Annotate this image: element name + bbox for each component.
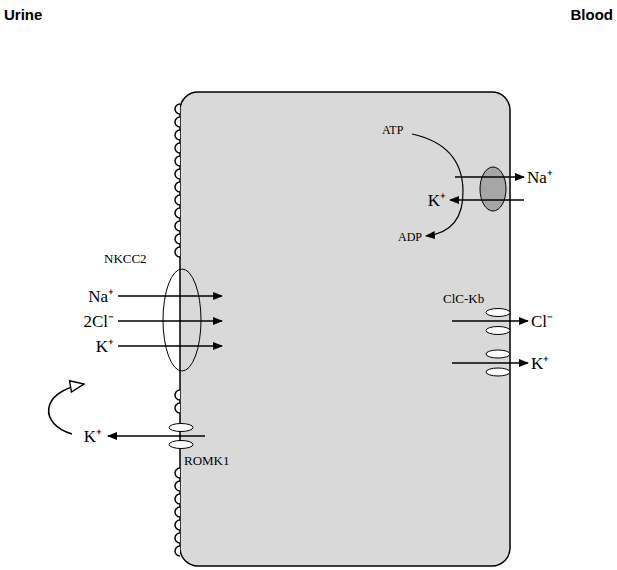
channel-half — [486, 327, 510, 335]
potassium-channel: ROMK1 — [168, 423, 194, 449]
microvillus — [175, 117, 180, 127]
microvillus — [175, 182, 180, 192]
cell-body — [180, 92, 510, 566]
ion-label: K⁺ — [428, 192, 446, 209]
ion-label: Na⁺ — [88, 288, 114, 305]
ion-label: 2Cl⁻ — [83, 313, 114, 330]
microvillus — [175, 195, 180, 205]
microvillus — [175, 234, 180, 244]
molecule-label: ADP — [398, 231, 422, 243]
transporter-outline — [485, 308, 511, 335]
microvillus — [175, 507, 180, 517]
ion-label: Cl⁻ — [531, 313, 553, 330]
microvillus — [175, 169, 180, 179]
transporter-name-holder: ClC-Kb — [443, 289, 484, 307]
flux-arrow — [452, 320, 528, 322]
microvillus — [175, 468, 180, 478]
flux-arrows — [108, 177, 528, 436]
ion-label: K⁺ — [84, 428, 102, 445]
microvillus — [175, 533, 180, 543]
microvillus — [175, 130, 180, 140]
transporter-name: ClC-Kb — [443, 291, 484, 306]
transporter-name: NKCC2 — [104, 251, 147, 266]
channel-half — [169, 424, 193, 432]
microvillus — [175, 403, 180, 413]
microvillus — [175, 156, 180, 166]
transporter-ellipse — [163, 269, 201, 371]
transporter-outline — [162, 268, 202, 372]
recycling-arrow — [49, 384, 84, 434]
microvillus — [175, 143, 180, 153]
cotransporter: NKCC2 — [162, 268, 202, 372]
flux-arrow — [108, 435, 205, 437]
flux-arrow — [118, 320, 222, 322]
microvillus — [175, 520, 180, 530]
transporter-name: ROMK1 — [184, 453, 230, 468]
ion-label: K⁺ — [531, 355, 549, 372]
microvillus — [175, 481, 180, 491]
transporter-name-holder: ROMK1 — [184, 451, 230, 469]
side-label: Blood — [571, 7, 614, 22]
chloride-channel: ClC-Kb — [485, 308, 511, 335]
side-label: Urine — [4, 7, 42, 22]
flux-arrow — [450, 199, 524, 201]
flux-arrow — [452, 362, 528, 364]
microvilli — [175, 104, 180, 556]
flux-arrow — [118, 345, 222, 347]
microvillus — [175, 390, 180, 400]
microvillus — [175, 247, 180, 257]
channel-half — [486, 309, 510, 317]
flux-arrow — [118, 295, 222, 297]
microvillus — [175, 221, 180, 231]
pump-symbol — [480, 167, 506, 211]
microvillus — [175, 104, 180, 114]
ion-label: Na⁺ — [527, 169, 553, 186]
transporter-outline — [168, 423, 194, 449]
flux-arrow — [455, 176, 524, 178]
molecule-label: ATP — [382, 124, 403, 136]
channel-half — [486, 368, 510, 376]
channel-half — [486, 350, 510, 358]
microvillus — [175, 208, 180, 218]
hydrolysis-arrow — [412, 134, 463, 236]
transporter-name-holder: NKCC2 — [104, 249, 147, 267]
microvillus — [175, 546, 180, 556]
microvillus — [175, 494, 180, 504]
ion-label: K⁺ — [96, 338, 114, 355]
channel-half — [169, 441, 193, 449]
